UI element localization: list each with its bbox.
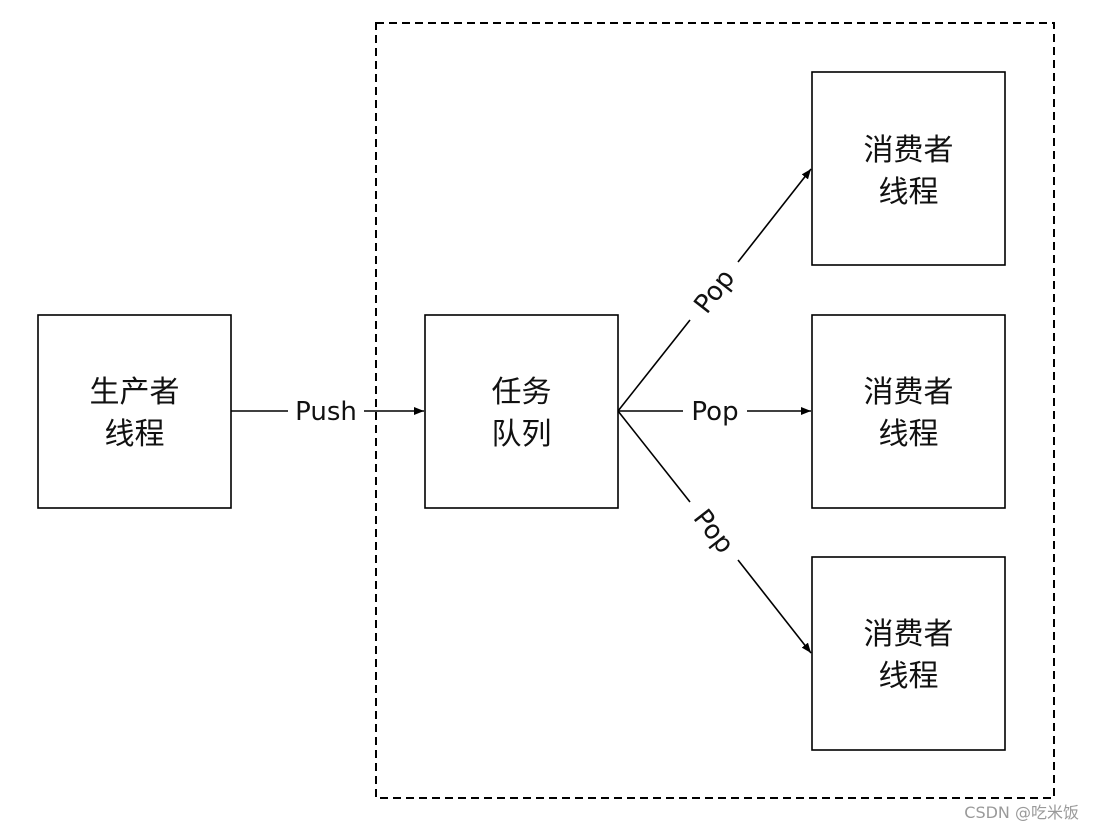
pop-label-top: Pop bbox=[688, 264, 741, 320]
queue-group-boundary bbox=[375, 22, 1055, 799]
producer-thread-box: 生产者 线程 bbox=[37, 314, 232, 509]
watermark-text: CSDN @吃米饭 bbox=[964, 803, 1079, 822]
consumer-thread-box-top: 消费者 线程 bbox=[811, 71, 1006, 266]
consumer-middle-label-line1: 消费者 bbox=[864, 375, 954, 410]
producer-label-line1: 生产者 bbox=[90, 375, 180, 410]
task-queue-box: 任务 队列 bbox=[424, 314, 619, 509]
pop-label-bottom: Pop bbox=[687, 504, 740, 560]
consumer-thread-box-bottom: 消费者 线程 bbox=[811, 556, 1006, 751]
queue-label-line1: 任务 bbox=[492, 375, 552, 410]
push-arrow: Push bbox=[231, 397, 424, 427]
consumer-top-label-line2: 线程 bbox=[879, 175, 939, 210]
pop-arrow-middle: Pop bbox=[618, 397, 811, 427]
pop-label-middle: Pop bbox=[691, 397, 738, 427]
consumer-thread-box-middle: 消费者 线程 bbox=[811, 314, 1006, 509]
producer-label-line2: 线程 bbox=[105, 417, 165, 452]
push-label: Push bbox=[295, 397, 357, 427]
pop-arrow-bottom: Pop bbox=[617, 410, 812, 654]
consumer-top-label-line1: 消费者 bbox=[864, 133, 954, 168]
pop-arrow-top: Pop bbox=[617, 168, 812, 412]
consumer-middle-label-line2: 线程 bbox=[879, 417, 939, 452]
consumer-bottom-label-line2: 线程 bbox=[879, 659, 939, 694]
consumer-bottom-label-line1: 消费者 bbox=[864, 617, 954, 652]
queue-label-line2: 队列 bbox=[492, 417, 552, 452]
